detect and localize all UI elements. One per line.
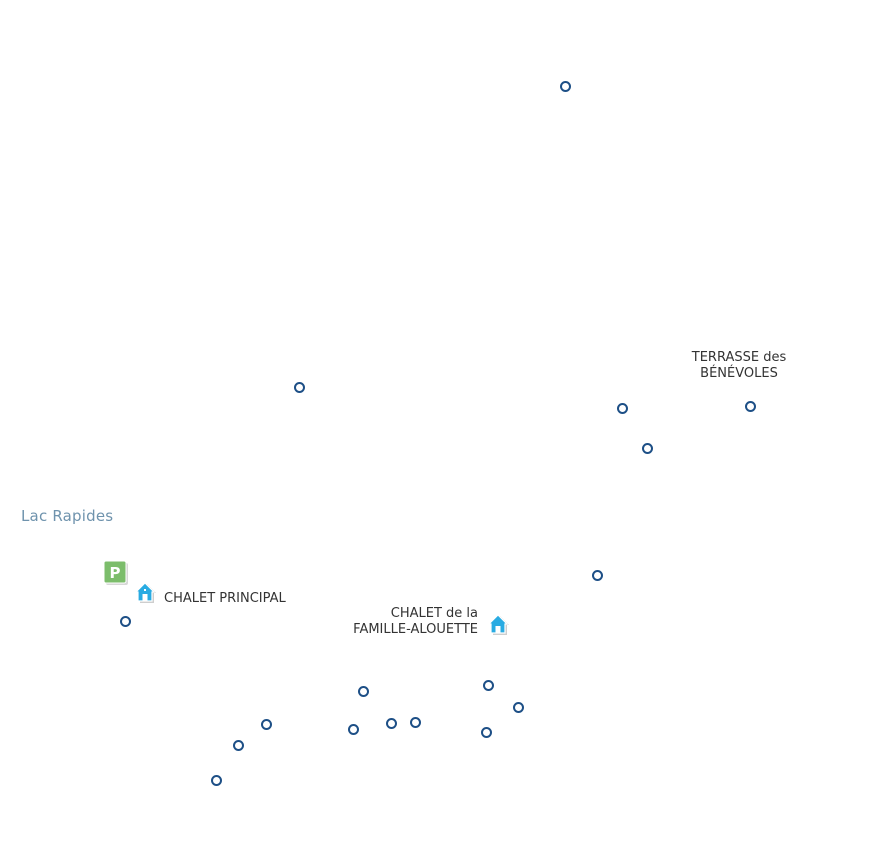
lake-label: Lac Rapides — [21, 507, 114, 525]
circle-marker-icon[interactable] — [481, 727, 492, 738]
circle-marker-icon[interactable] — [410, 717, 421, 728]
circle-marker-icon[interactable] — [617, 403, 628, 414]
circle-marker-icon[interactable] — [358, 686, 369, 697]
circle-marker-icon[interactable] — [211, 775, 222, 786]
chalet-famille-label-line1: CHALET de la — [390, 606, 478, 621]
chalet-famille-label: CHALET de la FAMILLE-ALOUETTE — [338, 606, 478, 638]
chalet-principal-house-icon[interactable] — [134, 581, 158, 605]
chalet-principal-label: CHALET PRINCIPAL — [164, 591, 286, 607]
circle-marker-icon[interactable] — [745, 401, 756, 412]
chalet-famille-label-line2: FAMILLE-ALOUETTE — [353, 622, 478, 637]
circle-marker-icon[interactable] — [120, 616, 131, 627]
parking-letter: P — [110, 564, 121, 582]
terrasse-label-line2: BÉNÉVOLES — [700, 366, 778, 381]
chalet-principal-label-text: CHALET PRINCIPAL — [164, 591, 286, 606]
chalet-famille-house-icon[interactable] — [487, 613, 511, 637]
circle-marker-icon[interactable] — [386, 718, 397, 729]
circle-marker-icon[interactable] — [261, 719, 272, 730]
parking-icon[interactable]: P — [103, 560, 129, 586]
circle-marker-icon[interactable] — [294, 382, 305, 393]
circle-marker-icon[interactable] — [513, 702, 524, 713]
terrasse-benevoles-label: TERRASSE des BÉNÉVOLES — [676, 350, 802, 382]
circle-marker-icon[interactable] — [592, 570, 603, 581]
terrasse-label-line1: TERRASSE des — [691, 350, 787, 365]
circle-marker-icon[interactable] — [348, 724, 359, 735]
circle-marker-icon[interactable] — [560, 81, 571, 92]
circle-marker-icon[interactable] — [642, 443, 653, 454]
circle-marker-icon[interactable] — [233, 740, 244, 751]
circle-marker-icon[interactable] — [483, 680, 494, 691]
